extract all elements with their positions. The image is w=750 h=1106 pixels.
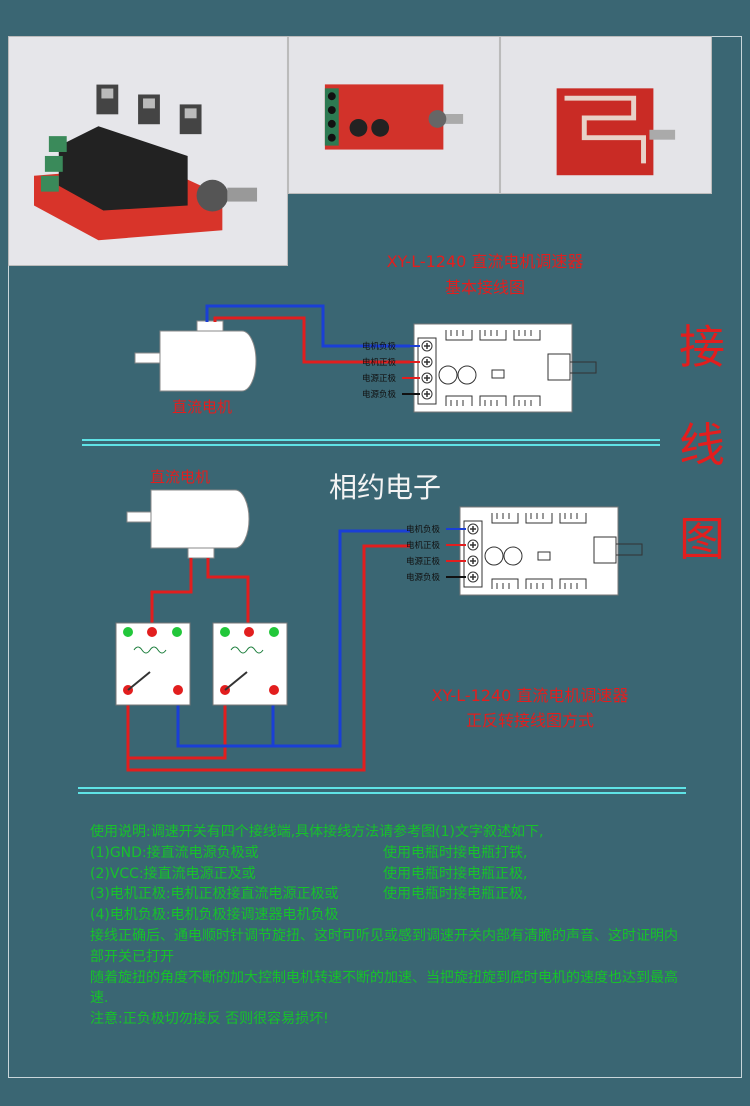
section1-motor-label: 直流电机 [172, 398, 233, 416]
side-title-char-3: 图 [679, 512, 725, 566]
instruction-line-2a: (1)GND:接直流电源负极或 [90, 844, 259, 861]
instruction-line-4: (3)电机正极:电机正极接直流电源正极或 使用电瓶时接电瓶正极, [90, 884, 690, 905]
instruction-line-2b: 使用电瓶时接电瓶打铁, [383, 844, 528, 861]
product-photo-top [288, 36, 500, 194]
side-title-char-2: 线 [679, 418, 725, 472]
instructions: 使用说明:调速开关有四个接线端,具体接线方法请参考图(1)文字叙述如下, (1)… [90, 822, 690, 1030]
section2-title: XY-L-1240 直流电机调速器 [431, 686, 629, 705]
instruction-line-7: 随着旋扭的角度不断的加大控制电机转速不断的加速、当把旋扭旋到底时电机的速度也达到… [90, 969, 678, 1007]
section2-subtitle: 正反转接线图方式 [465, 711, 594, 730]
instruction-line-3a: (2)VCC:接直流电源正及或 [90, 865, 256, 882]
section1-subtitle: 基本接线图 [444, 278, 525, 297]
instruction-line-1: 使用说明:调速开关有四个接线端,具体接线方法请参考图(1)文字叙述如下, [90, 824, 544, 840]
instruction-line-4a: (3)电机正极:电机正极接直流电源正极或 [90, 886, 339, 903]
section1-title: XY-L-1240 直流电机调速器 [386, 252, 584, 271]
product-photo-main [8, 36, 288, 266]
brand-name: 相约电子 [328, 471, 441, 504]
instruction-line-8: 注意:正负极切勿接反 否则很容易损坏! [90, 1011, 329, 1028]
instruction-line-2: (1)GND:接直流电源负极或 使用电瓶时接电瓶打铁, [90, 843, 690, 864]
product-photo-back [500, 36, 712, 194]
instruction-line-3: (2)VCC:接直流电源正及或 使用电瓶时接电瓶正极, [90, 864, 690, 885]
instruction-line-3b: 使用电瓶时接电瓶正极, [383, 865, 528, 882]
instruction-line-6: 接线正确后、通电顺时针调节旋扭、这时可听见或感到调速开关内部有清脆的声音、这时证… [90, 927, 678, 965]
instruction-line-5: (4)电机负极:电机负极接调速器电机负极 [90, 907, 339, 924]
section2-motor-label: 直流电机 [150, 468, 211, 486]
side-title-char-1: 接 [679, 320, 725, 374]
instruction-line-4b: 使用电瓶时接电瓶正极, [383, 886, 528, 903]
